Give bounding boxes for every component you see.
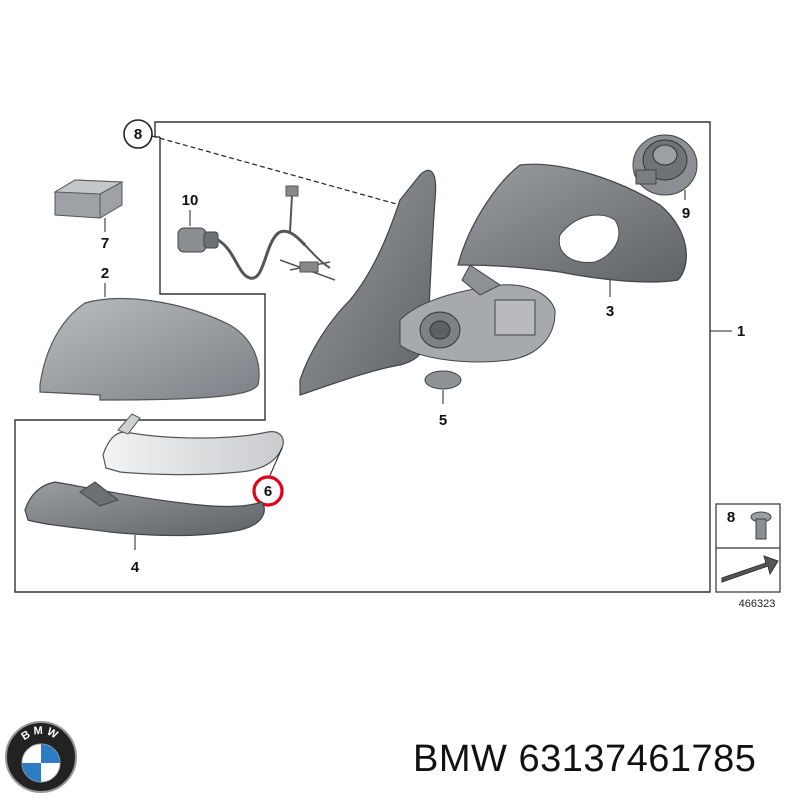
reference-number: 466323 <box>739 598 776 610</box>
caption-part-number: 63137461785 <box>518 738 757 780</box>
callout-8: 8 <box>134 126 142 143</box>
part-10-connector <box>177 227 219 253</box>
callout-6: 6 <box>264 483 272 500</box>
inset-part-8-label: 8 <box>727 509 735 526</box>
bmw-logo-icon: BMW <box>5 721 77 793</box>
callout-7: 7 <box>101 235 109 252</box>
callout-2: 2 <box>101 265 109 282</box>
part-5-disc <box>424 370 462 390</box>
callout-8-leader <box>151 135 401 206</box>
mirror-mechanism <box>399 264 556 363</box>
caption-brand: BMW <box>413 738 508 780</box>
part-4-lower-trim <box>24 481 265 537</box>
assembly-frame <box>14 121 711 593</box>
part-2-mirror-cap <box>39 298 260 401</box>
part-6-turn-signal-tab <box>117 413 141 435</box>
part-9-motor <box>632 134 698 196</box>
callout-9: 9 <box>682 205 690 222</box>
callout-5: 5 <box>439 412 447 429</box>
part-6-turn-signal <box>102 431 284 476</box>
callout-3: 3 <box>606 303 614 320</box>
wiring-harness <box>217 185 336 281</box>
screw-icon <box>750 511 772 540</box>
callout-6-highlight <box>252 475 284 507</box>
callout-10: 10 <box>182 192 199 209</box>
arrow-icon <box>721 555 779 583</box>
callout-6-leader <box>267 447 283 481</box>
mirror-base-arm <box>299 169 437 396</box>
svg-text:BMW: BMW <box>19 725 62 743</box>
callout-8-circle <box>123 119 153 149</box>
callout-1: 1 <box>737 323 745 340</box>
part-3-housing-opening <box>558 214 620 264</box>
callout-4: 4 <box>131 559 140 576</box>
part-7-pad <box>53 179 124 219</box>
part-4-bracket <box>79 481 120 507</box>
part-caption: BMW 63137461785 <box>413 738 756 781</box>
